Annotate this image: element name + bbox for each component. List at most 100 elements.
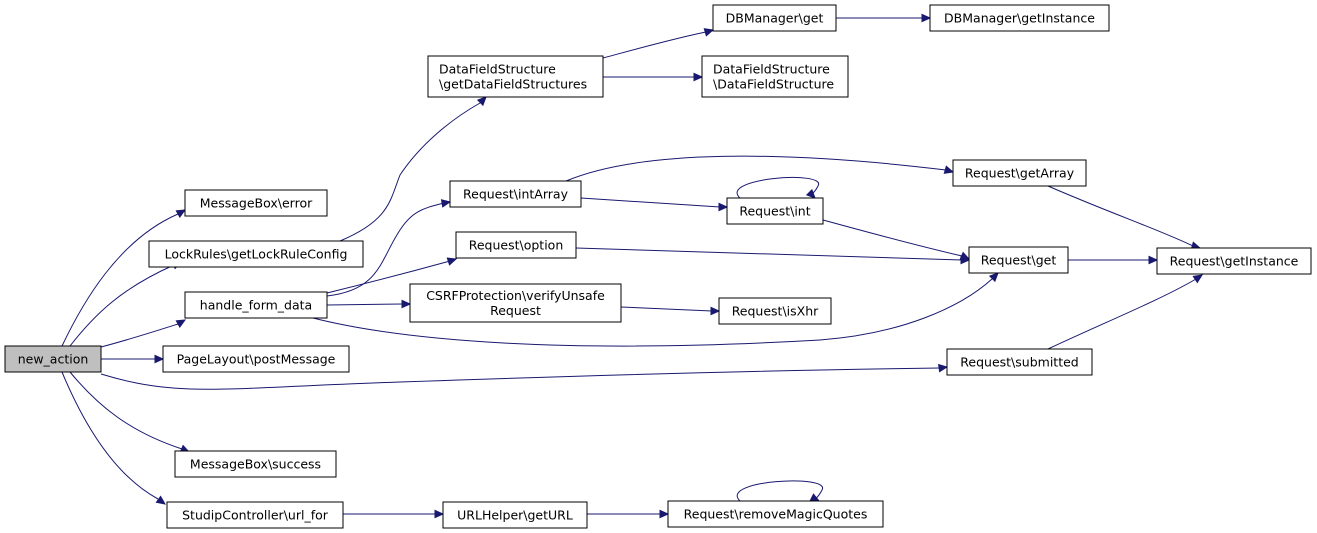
edge-line [822, 219, 963, 257]
node-label: DataFieldStructure [439, 62, 556, 77]
node-req_submitted[interactable]: Request\submitted [946, 348, 1093, 376]
node-box[interactable] [166, 501, 344, 529]
node-req_get[interactable]: Request\get [968, 246, 1069, 274]
node-db_instance[interactable]: DBManager\getInstance [929, 4, 1110, 32]
edge-urlhelper-to-req_rmq [587, 509, 670, 519]
edge-new_action-to-postmessage [101, 354, 165, 364]
edge-line [736, 177, 819, 199]
edge-req_option-to-req_get [575, 247, 971, 265]
node-req_instance[interactable]: Request\getInstance [1156, 247, 1312, 275]
node-box[interactable] [712, 4, 837, 32]
node-dfs_get[interactable]: DataFieldStructure\getDataFieldStructure… [427, 55, 604, 98]
node-postmessage[interactable]: PageLayout\postMessage [162, 345, 350, 373]
arrowhead [937, 363, 949, 373]
edge-new_action-to-handle_form [100, 319, 187, 348]
edge-new_action-to-mb_success [69, 371, 191, 453]
edge-handle_form-to-csrf [326, 299, 412, 309]
node-box[interactable] [701, 55, 849, 98]
node-req_isxhr[interactable]: Request\isXhr [718, 297, 832, 325]
edge-line [61, 371, 159, 500]
arrowhead [943, 165, 955, 174]
edge-line [100, 367, 941, 390]
edge-handle_form-to-req_intarray [326, 199, 452, 297]
node-mb_success[interactable]: MessageBox\success [174, 450, 337, 478]
edge-line [326, 260, 451, 294]
node-box[interactable] [667, 500, 884, 528]
node-req_rmq[interactable]: Request\removeMagicQuotes [667, 500, 884, 528]
arrowhead [175, 209, 187, 219]
node-lockrules[interactable]: LockRules\getLockRuleConfig [148, 240, 364, 268]
node-box[interactable] [718, 297, 832, 325]
node-mb_error[interactable]: MessageBox\error [184, 189, 328, 217]
arrowhead [710, 306, 721, 316]
node-new_action[interactable]: new_action [4, 345, 102, 373]
edge-req_rmq-to-req_rmq [736, 480, 823, 502]
node-req_getarray[interactable]: Request\getArray [952, 159, 1087, 187]
node-box[interactable] [449, 180, 582, 208]
node-label: Request\isXhr [732, 304, 819, 319]
edge-db_get-to-db_instance [836, 13, 932, 23]
edge-new_action-to-lockrules [69, 261, 183, 347]
node-box[interactable] [409, 283, 622, 323]
arrowhead [1192, 274, 1204, 284]
node-label: \DataFieldStructure [713, 77, 834, 92]
node-box[interactable] [929, 4, 1110, 32]
node-label: Request\getArray [965, 166, 1075, 181]
arrowhead [693, 72, 704, 82]
arrowhead [921, 13, 932, 23]
node-box[interactable] [455, 231, 577, 259]
node-box[interactable] [726, 197, 824, 225]
node-label: CSRFProtection\verifyUnsafe [426, 288, 605, 303]
node-req_option[interactable]: Request\option [455, 231, 577, 259]
node-label: PageLayout\postMessage [177, 352, 336, 367]
edge-line [100, 323, 179, 348]
edge-dfs_get-to-db_get [602, 28, 715, 59]
node-label: MessageBox\error [200, 196, 313, 211]
edge-url_for-to-urlhelper [343, 509, 445, 519]
node-box[interactable] [184, 291, 328, 319]
edge-req_submitted-to-req_instance [1047, 274, 1204, 350]
node-req_intarray[interactable]: Request\intArray [449, 180, 582, 208]
edge-csrf-to-req_isxhr [620, 306, 721, 316]
edge-req_int-to-req_int [736, 177, 819, 199]
arrowhead [718, 202, 729, 212]
edge-line [602, 31, 707, 59]
edge-line [326, 202, 445, 297]
edge-lockrules-to-dfs_get [339, 96, 487, 242]
node-box[interactable] [174, 450, 337, 478]
edge-line [736, 480, 823, 502]
node-label: Request\int [739, 204, 810, 219]
edge-new_action-to-url_for [61, 371, 166, 505]
edge-line [326, 303, 404, 306]
nodes-layer: new_action MessageBox\errorLockRules\getL… [4, 4, 1312, 529]
node-box[interactable] [162, 345, 350, 373]
node-urlhelper[interactable]: URLHelper\getURL [442, 501, 588, 529]
node-box[interactable] [4, 345, 102, 373]
node-db_get[interactable]: DBManager\get [712, 4, 837, 32]
edge-req_intarray-to-req_int [580, 197, 729, 212]
node-url_for[interactable]: StudipController\url_for [166, 501, 344, 529]
node-req_int[interactable]: Request\int [726, 197, 824, 225]
node-box[interactable] [442, 501, 588, 529]
node-box[interactable] [968, 246, 1069, 274]
arrowhead [988, 272, 999, 283]
arrowhead [175, 319, 187, 329]
arrowhead [960, 255, 971, 265]
node-handle_form[interactable]: handle_form_data [184, 291, 328, 319]
node-label: DBManager\getInstance [944, 11, 1095, 26]
arrowhead [809, 493, 821, 502]
arrowhead [1148, 255, 1159, 265]
node-label: StudipController\url_for [182, 508, 329, 523]
node-box[interactable] [148, 240, 364, 268]
node-box[interactable] [184, 189, 328, 217]
node-label: Request\get [981, 253, 1057, 268]
node-box[interactable] [952, 159, 1087, 187]
node-box[interactable] [1156, 247, 1312, 275]
node-box[interactable] [427, 55, 604, 98]
node-dfs_ctor[interactable]: DataFieldStructure\DataFieldStructure [701, 55, 849, 98]
node-box[interactable] [946, 348, 1093, 376]
arrowhead [434, 509, 445, 519]
edge-line [1047, 278, 1197, 350]
